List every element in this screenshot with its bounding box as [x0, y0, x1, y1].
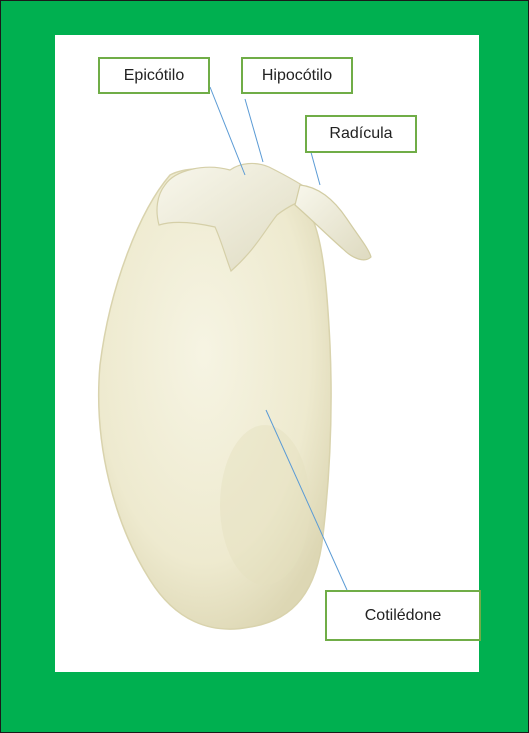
hipocotilo-leader-line: [245, 99, 263, 162]
epicotilo-leader-line: [210, 87, 245, 175]
seed-shadow: [220, 425, 310, 585]
label-radicula: Radícula: [305, 115, 417, 153]
label-epicotilo: Epicótilo: [98, 57, 210, 94]
image-panel: Epicótilo Hipocótilo Radícula Cotilédone: [55, 35, 479, 672]
label-hipocotilo: Hipocótilo: [241, 57, 353, 94]
label-cotiledone: Cotilédone: [325, 590, 481, 641]
